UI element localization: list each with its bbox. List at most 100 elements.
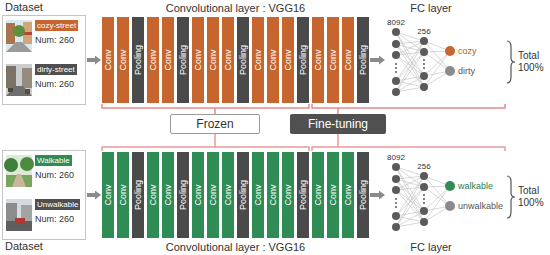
bar-text: Pooling bbox=[133, 45, 143, 75]
layer-bar: Conv bbox=[207, 152, 219, 238]
layer-bar: Conv bbox=[342, 152, 354, 238]
bar-text: Conv bbox=[313, 49, 323, 70]
photo-road bbox=[6, 86, 32, 96]
layer-bar: Conv bbox=[192, 17, 204, 103]
layer-bar: Conv bbox=[207, 17, 219, 103]
pool-bar: Pooling bbox=[297, 152, 309, 238]
bar-text: Conv bbox=[148, 49, 158, 70]
dense-group: FC layer8092256cozydirty bbox=[386, 17, 510, 103]
count-text: Num: 260 bbox=[35, 170, 74, 180]
layer-bar: Conv bbox=[222, 152, 234, 238]
class-tag: Walkable bbox=[35, 155, 72, 166]
bar-text: Pooling bbox=[238, 45, 248, 75]
bar-text: Conv bbox=[163, 49, 173, 70]
layer-bar: Conv bbox=[312, 152, 324, 238]
layer-bar: Conv bbox=[312, 17, 324, 103]
tag-text: Walkable bbox=[37, 155, 70, 166]
bar-text: Conv bbox=[208, 184, 218, 205]
dense-network bbox=[392, 163, 450, 231]
pool-bar: Pooling bbox=[132, 152, 144, 238]
bar-text: Conv bbox=[313, 184, 323, 205]
bracket-line bbox=[312, 134, 505, 151]
street-photo bbox=[4, 155, 34, 187]
output-label: unwalkable bbox=[458, 201, 503, 211]
layer-group: Convolutional layer : VGG16ConvConvPooli… bbox=[102, 152, 369, 238]
bar-text: Conv bbox=[268, 184, 278, 205]
group-heading: FC layer bbox=[386, 2, 476, 14]
pool-bar: Pooling bbox=[132, 17, 144, 103]
layer-bar: Conv bbox=[327, 152, 339, 238]
phase-text: Frozen bbox=[196, 117, 233, 131]
photo-sky bbox=[6, 20, 32, 52]
bar-text: Conv bbox=[223, 49, 233, 70]
bar-text: Conv bbox=[103, 49, 113, 70]
bar-text: Conv bbox=[268, 49, 278, 70]
photo-sky bbox=[6, 199, 32, 231]
pool-bar: Pooling bbox=[357, 17, 369, 103]
photo-trash bbox=[8, 88, 13, 92]
bar-text: Pooling bbox=[358, 45, 368, 75]
bar-text: Pooling bbox=[133, 180, 143, 210]
photo-car bbox=[15, 218, 25, 224]
data-panel: DatasetNum: 260Num: 260cozy-streetdirty-… bbox=[2, 15, 86, 105]
layer-bar: Conv bbox=[102, 152, 114, 238]
bar-text: Pooling bbox=[298, 180, 308, 210]
unit-count: 8092 bbox=[386, 153, 406, 162]
group-heading: FC layer bbox=[386, 241, 476, 253]
flow-arrow bbox=[87, 58, 96, 62]
output-neuron bbox=[445, 201, 455, 211]
count-text: Num: 260 bbox=[35, 35, 74, 45]
bar-text: Conv bbox=[283, 49, 293, 70]
street-photo bbox=[6, 64, 32, 96]
bar-text: Conv bbox=[328, 49, 338, 70]
layer-bar: Conv bbox=[282, 17, 294, 103]
bar-text: Conv bbox=[193, 184, 203, 205]
layer-bar: Conv bbox=[162, 152, 174, 238]
photo-tree bbox=[20, 157, 34, 171]
bar-text: Conv bbox=[253, 184, 263, 205]
bracket-line bbox=[102, 104, 309, 114]
group-heading: Convolutional layer : VGG16 bbox=[102, 2, 369, 14]
output-neuron bbox=[445, 46, 455, 56]
bar-text: Conv bbox=[103, 184, 113, 205]
unit-count: 8092 bbox=[386, 18, 406, 27]
output-neuron bbox=[445, 181, 455, 191]
layer-bar: Conv bbox=[102, 17, 114, 103]
layer-bar: Conv bbox=[267, 152, 279, 238]
layer-bar: Conv bbox=[147, 17, 159, 103]
bar-text: Conv bbox=[118, 184, 128, 205]
bar-text: Conv bbox=[193, 49, 203, 70]
pool-bar: Pooling bbox=[297, 17, 309, 103]
class-tag: Unwalkable bbox=[35, 199, 80, 210]
bar-text: Pooling bbox=[178, 180, 188, 210]
layer-bar: Conv bbox=[222, 17, 234, 103]
sum-bracket bbox=[507, 41, 515, 83]
bar-text: Conv bbox=[328, 184, 338, 205]
layer-bar: Conv bbox=[252, 17, 264, 103]
tag-text: cozy-street bbox=[37, 20, 76, 31]
layer-bar: Conv bbox=[117, 17, 129, 103]
phase-box: Fine-tuning bbox=[290, 114, 386, 134]
bar-text: Pooling bbox=[178, 45, 188, 75]
layer-bar: Conv bbox=[252, 152, 264, 238]
flow-arrow bbox=[87, 193, 96, 197]
bar-text: Pooling bbox=[238, 180, 248, 210]
bar-text: Pooling bbox=[298, 45, 308, 75]
phase-text: Fine-tuning bbox=[308, 117, 368, 131]
pool-bar: Pooling bbox=[177, 17, 189, 103]
photo-building bbox=[22, 68, 32, 88]
panel-heading: Dataset bbox=[5, 240, 43, 252]
photo-building bbox=[6, 66, 16, 88]
bar-text: Conv bbox=[343, 184, 353, 205]
bar-text: Conv bbox=[208, 49, 218, 70]
bar-text: Conv bbox=[283, 184, 293, 205]
sum-label: Total 100% bbox=[518, 185, 548, 209]
photo-path bbox=[12, 174, 26, 187]
dense-group: FC layer8092256walkableunwalkable bbox=[386, 152, 510, 238]
photo-sky bbox=[6, 64, 32, 96]
street-photo bbox=[6, 199, 32, 231]
layer-bar: Conv bbox=[192, 152, 204, 238]
flow-arrow bbox=[370, 193, 380, 197]
class-tag: cozy-street bbox=[35, 20, 78, 31]
